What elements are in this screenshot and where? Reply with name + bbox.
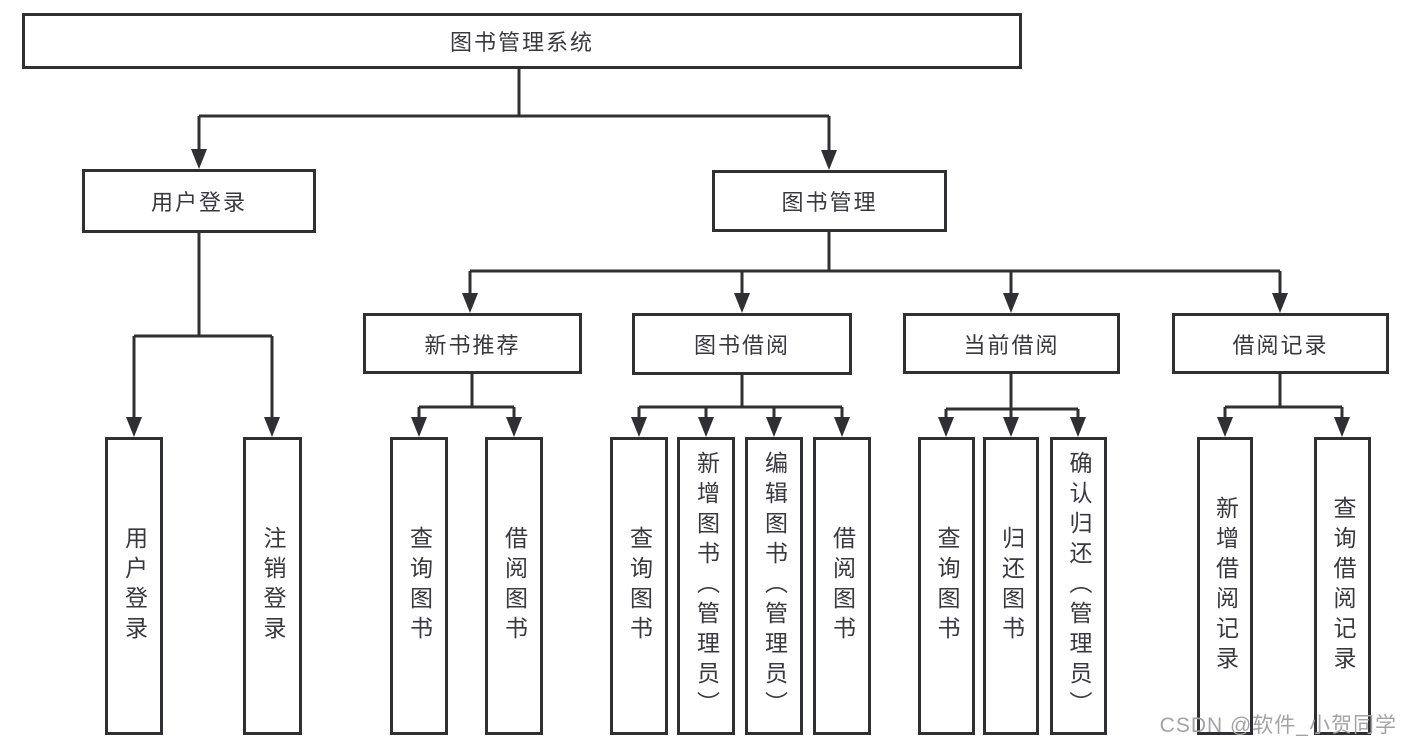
node-book-borrow: 图书借阅 — [632, 313, 852, 375]
node-new-book-recommend: 新书推荐 — [363, 313, 582, 374]
leaf-add-book-admin: 新增图书（管理员） — [677, 437, 735, 735]
leaf-query-books-borrow: 查询图书 — [610, 437, 668, 735]
leaf-user-login: 用户登录 — [105, 437, 163, 735]
leaf-edit-book-admin: 编辑图书（管理员） — [745, 437, 803, 735]
leaf-query-books-recommend: 查询图书 — [390, 437, 448, 735]
leaf-logout: 注销登录 — [243, 437, 302, 735]
leaf-add-borrow-record: 新增借阅记录 — [1197, 437, 1253, 735]
leaf-return-books: 归还图书 — [983, 437, 1039, 735]
leaf-borrow-books-recommend: 借阅图书 — [485, 437, 543, 735]
node-borrow-records: 借阅记录 — [1172, 313, 1389, 374]
node-book-management: 图书管理 — [712, 170, 947, 232]
leaf-query-books-current: 查询图书 — [918, 437, 975, 735]
leaf-query-borrow-record: 查询借阅记录 — [1314, 437, 1371, 735]
arrowheads — [126, 149, 1350, 437]
csdn-watermark: CSDN @软件_小贺同学 — [1159, 714, 1397, 737]
leaf-borrow-books: 借阅图书 — [813, 437, 871, 735]
node-current-borrow: 当前借阅 — [903, 313, 1120, 374]
node-library-system: 图书管理系统 — [22, 13, 1022, 69]
node-user-login: 用户登录 — [82, 169, 316, 233]
leaf-confirm-return-admin: 确认归还（管理员） — [1050, 437, 1107, 735]
